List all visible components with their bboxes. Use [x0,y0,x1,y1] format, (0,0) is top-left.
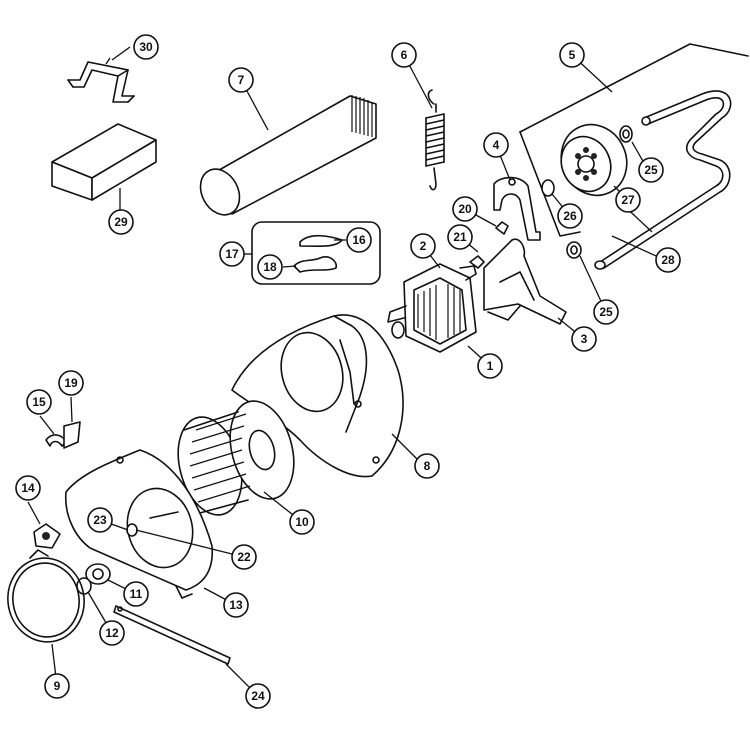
callout-19: 19 [58,370,84,396]
part-pulley [560,123,628,197]
svg-text:18: 18 [263,260,277,274]
svg-text:28: 28 [661,253,675,267]
svg-text:25: 25 [644,163,658,177]
callout-25-lower: 25 [593,299,619,325]
svg-text:11: 11 [130,587,143,601]
svg-text:16: 16 [352,233,366,247]
part-nut [469,255,485,269]
callout-25-upper: 25 [638,157,664,183]
callout-15: 15 [26,389,52,415]
callout-20: 20 [452,196,478,222]
callout-30: 30 [133,34,159,60]
part-bolt [495,221,509,235]
callout-29: 29 [108,209,134,235]
callout-4: 4 [483,132,509,158]
callout-23: 23 [87,507,113,533]
part-ring-clamp [7,549,85,643]
callout-22: 22 [231,544,257,570]
part-spring [425,89,445,191]
part-rod [594,90,732,270]
svg-text:17: 17 [225,247,239,261]
part-blower-housing [231,314,404,478]
svg-text:12: 12 [105,626,119,640]
svg-text:24: 24 [251,689,265,703]
callout-26: 26 [557,203,583,229]
part-block [51,123,157,201]
callout-12: 12 [99,620,125,646]
svg-text:4: 4 [493,138,500,152]
svg-text:6: 6 [401,48,408,62]
callout-9: 9 [44,673,70,699]
callout-27: 27 [615,187,641,213]
part-shaft-key [149,511,179,519]
svg-text:23: 23 [93,513,107,527]
callout-8: 8 [414,453,440,479]
svg-text:13: 13 [229,598,243,612]
part-bracket [67,61,135,103]
callout-11: 11 [123,581,149,607]
part-motor-bracket [483,238,567,325]
callout-13: 13 [223,592,249,618]
svg-text:14: 14 [21,481,35,495]
callout-24: 24 [245,683,271,709]
part-spacer [126,523,138,537]
svg-text:15: 15 [32,395,46,409]
callout-6: 6 [391,42,417,68]
svg-text:20: 20 [458,202,472,216]
svg-text:2: 2 [420,239,427,253]
callout-1: 1 [477,353,503,379]
part-bearing [85,563,111,585]
part-front-plate [64,449,213,599]
svg-text:5: 5 [569,48,576,62]
svg-text:27: 27 [621,193,635,207]
callout-21: 21 [447,224,473,250]
part-blower-wheel [177,400,295,516]
part-clip-left [45,434,67,447]
part-cap [541,179,555,197]
svg-text:21: 21 [453,230,467,244]
svg-text:30: 30 [139,40,153,54]
part-duct-tube [199,95,377,216]
callout-7: 7 [228,67,254,93]
callout-3: 3 [571,326,597,352]
callout-2: 2 [410,233,436,259]
part-thermostat [33,523,61,549]
part-motor [387,263,477,353]
callout-18: 18 [257,254,283,280]
part-motor-strap [493,176,541,241]
svg-text:29: 29 [114,215,128,229]
part-strap [113,605,231,665]
part-clip-right [63,421,81,449]
svg-text:8: 8 [424,459,431,473]
part-washer-lower [566,241,582,259]
svg-text:25: 25 [599,305,613,319]
callout-16: 16 [346,227,372,253]
callout-17: 17 [219,241,245,267]
svg-text:10: 10 [295,515,309,529]
svg-text:7: 7 [238,73,245,87]
svg-text:19: 19 [64,376,78,390]
svg-text:26: 26 [563,209,577,223]
svg-text:9: 9 [54,679,61,693]
callout-10: 10 [289,509,315,535]
callout-28: 28 [655,247,681,273]
svg-text:3: 3 [581,332,588,346]
part-washer-upper [619,125,633,143]
svg-text:22: 22 [237,550,251,564]
callout-5: 5 [559,42,585,68]
callout-14: 14 [15,475,41,501]
part-bracket-plate [519,43,749,237]
svg-text:1: 1 [487,359,494,373]
